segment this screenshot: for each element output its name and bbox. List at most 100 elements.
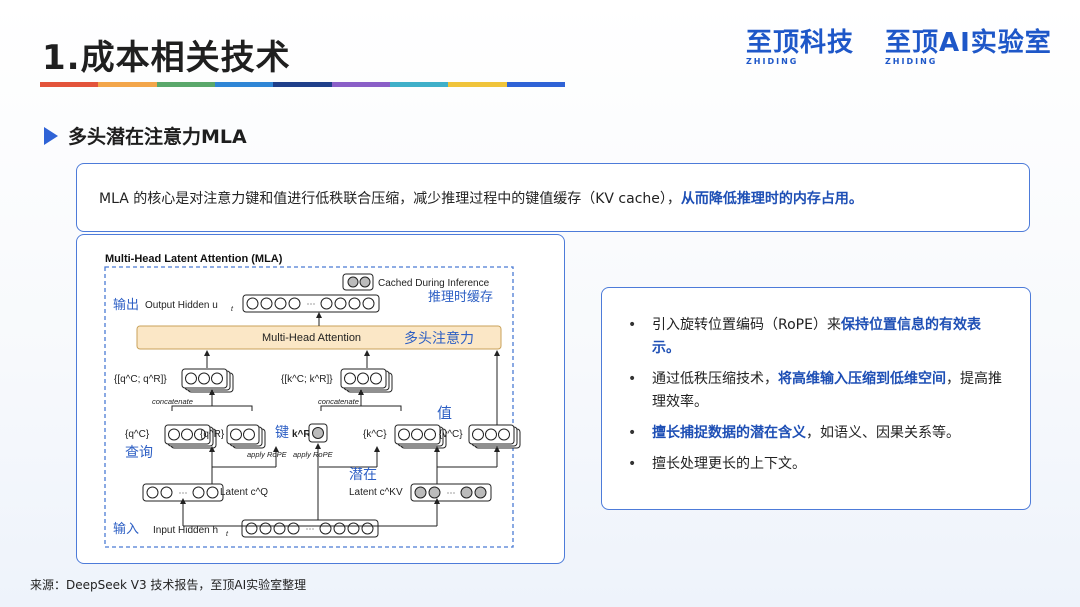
k-concat-stack (340, 368, 393, 393)
vector-cell (411, 428, 423, 441)
vector-cell (245, 522, 258, 535)
section-heading: 多头潜在注意力MLA (44, 122, 247, 149)
kc-stack (394, 424, 447, 449)
qr-label: {q^R} (200, 429, 225, 440)
page-title: 1.成本相关技术 (42, 38, 291, 78)
rule-segment (389, 82, 449, 87)
input-hidden-vector: ··· (241, 519, 379, 538)
input-label: Input Hidden h (153, 525, 218, 536)
vc-stack (468, 424, 521, 449)
logo-main-text: 至顶AI实验室 (885, 28, 1052, 58)
rule-segment (448, 82, 507, 87)
vector-cell (348, 297, 361, 310)
latent-kv-vector: ··· (410, 483, 492, 502)
feature-bullet-list: 引入旋转位置编码（RoPE）来保持位置信息的有效表示。通过低秩压缩技术，将高维输… (626, 314, 1008, 476)
latent-kv-label: Latent c^KV (349, 487, 403, 498)
qc-label: {q^C} (125, 429, 150, 440)
logo-sub-text: ZHIDING (746, 57, 799, 66)
vector-cell (333, 522, 346, 535)
vector-ellipsis: ··· (179, 488, 188, 498)
cached-cn-label: 推理时缓存 (428, 289, 493, 304)
vector-cell (485, 428, 497, 441)
mha-cn-label: 多头注意力 (404, 330, 474, 346)
output-hidden-vector: ··· (242, 294, 380, 313)
vector-cell (414, 486, 427, 499)
latent-q-vector: ··· (142, 483, 224, 502)
value-cn-label: 值 (437, 405, 452, 422)
q-concatenate-label: concatenate (152, 397, 193, 406)
summary-text: MLA 的核心是对注意力键和值进行低秩联合压缩，减少推理过程中的键值缓存（KV … (99, 190, 863, 207)
input-subscript: t (226, 531, 229, 538)
vector-cell (344, 372, 356, 385)
vector-cell (362, 297, 375, 310)
section-title: 多头潜在注意力MLA (68, 126, 247, 148)
vector-cell (243, 428, 255, 441)
vector-cell (194, 428, 206, 441)
cached-label: Cached During Inference (378, 278, 490, 289)
feature-bullet: 擅长捕捉数据的潜在含义，如语义、因果关系等。 (626, 422, 1008, 445)
play-triangle-icon (44, 126, 58, 145)
rule-segment (98, 82, 157, 87)
cached-legend-box (342, 273, 374, 291)
query-cn-label: 查询 (125, 444, 153, 460)
vector-cell (181, 428, 193, 441)
vector-ellipsis: ··· (306, 524, 315, 534)
vector-cell (273, 522, 286, 535)
latent-cn-label: 潜在 (349, 466, 377, 482)
vector-cell (168, 428, 180, 441)
vector-cell (398, 428, 410, 441)
vector-cell (192, 486, 205, 499)
kr-label: k^R (292, 429, 311, 440)
feature-bullets-box: 引入旋转位置编码（RoPE）来保持位置信息的有效表示。通过低秩压缩技术，将高维输… (601, 287, 1031, 510)
vector-cell (474, 486, 487, 499)
mla-diagram: Multi-Head Latent Attention (MLA) Cached… (104, 253, 521, 548)
vector-cell (274, 297, 287, 310)
source-note: 来源：DeepSeek V3 技术报告，至顶AI实验室整理 (30, 578, 307, 592)
qc-stack (164, 424, 217, 449)
vector-cell (246, 297, 259, 310)
vector-cell (230, 428, 242, 441)
latent-q-label: Latent c^Q (220, 487, 268, 498)
vector-cell (211, 372, 223, 385)
vector-ellipsis: ··· (307, 299, 316, 309)
logo-main-text: 至顶科技 (746, 28, 855, 58)
vector-cell (259, 522, 272, 535)
vector-cell (498, 428, 510, 441)
vector-cell (198, 372, 210, 385)
vector-cell (146, 486, 159, 499)
logo-sub-text: ZHIDING (885, 57, 938, 66)
vector-cell (424, 428, 436, 441)
qr-stack (226, 424, 266, 449)
k-concatenate-label: concatenate (318, 397, 359, 406)
vector-cell (160, 486, 173, 499)
mha-label: Multi-Head Attention (262, 332, 361, 344)
feature-bullet: 擅长处理更长的上下文。 (626, 453, 1008, 476)
vector-cell (185, 372, 197, 385)
vector-cell (288, 297, 301, 310)
key-cn-label: 键 (275, 424, 289, 440)
vector-cell (347, 522, 360, 535)
rule-segment (214, 82, 274, 87)
vector-cell (334, 297, 347, 310)
vector-cell (370, 372, 382, 385)
vector-cell (361, 522, 374, 535)
zhiding-ai-lab-logo: 至顶AI实验室 ZHIDING (885, 28, 1052, 66)
vector-cell (472, 428, 484, 441)
kr-vector (308, 423, 328, 443)
vector-cell (260, 297, 273, 310)
vc-label: {v^C} (439, 429, 463, 440)
output-label: Output Hidden u (145, 300, 218, 311)
vector-cell (287, 522, 300, 535)
output-cn-label: 输出 (113, 297, 139, 312)
vector-cell (320, 297, 333, 310)
q-concat-stack (181, 368, 234, 393)
mla-diagram-panel: Multi-Head Latent Attention (MLA) Cached… (76, 234, 565, 564)
dashed-frame (104, 266, 514, 548)
rule-segment (331, 82, 390, 87)
diagram-title: Multi-Head Latent Attention (MLA) (105, 253, 283, 265)
rule-segment (506, 82, 565, 87)
summary-box: MLA 的核心是对注意力键和值进行低秩联合压缩，减少推理过程中的键值缓存（KV … (76, 163, 1030, 232)
vector-cell (206, 486, 219, 499)
title-underline (40, 82, 565, 87)
vector-ellipsis: ··· (447, 488, 456, 498)
